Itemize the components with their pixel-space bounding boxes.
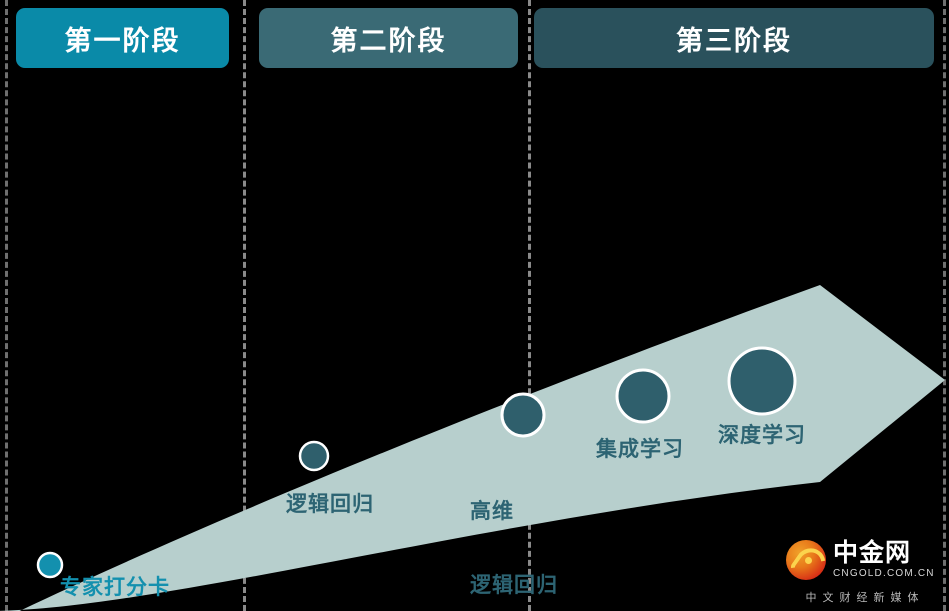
swirl-flame-icon: [786, 540, 832, 586]
stage-header-2-label: 第二阶段: [330, 25, 447, 56]
stage-header-3[interactable]: 第三阶段: [534, 8, 934, 68]
milestone-label-3-line-2: 逻辑回归: [470, 573, 558, 597]
milestone-circle-4[interactable]: [615, 368, 671, 424]
logo-wordmark: 中金网 CNGOLD.COM.CN: [833, 541, 935, 579]
stage-header-3-label: 第三阶段: [676, 25, 792, 56]
milestone-circle-3[interactable]: [500, 392, 546, 438]
milestone-label-4: 集成学习: [596, 438, 684, 461]
stage-header-2[interactable]: 第二阶段: [259, 8, 518, 68]
arrow-body-shape: [0, 285, 945, 611]
milestone-label-3: 高维 逻辑回归: [470, 450, 558, 611]
stage-header-1-label: 第一阶段: [64, 25, 181, 56]
milestone-circle-1[interactable]: [36, 551, 64, 579]
milestone-label-5: 深度学习: [718, 424, 806, 447]
rail-left: [5, 0, 8, 611]
stage-header-1[interactable]: 第一阶段: [16, 8, 229, 68]
logo-top-row: 中金网 CNGOLD.COM.CN: [786, 538, 944, 586]
rail-divider-2: [528, 0, 531, 611]
swirl-stroke: [788, 542, 832, 586]
milestone-label-3-line-1: 高维: [470, 499, 514, 523]
milestone-label-2: 逻辑回归: [286, 493, 374, 516]
logo-name: 中金网: [833, 539, 912, 567]
rail-divider-1: [243, 0, 246, 611]
watermark-logo: 中金网 CNGOLD.COM.CN 中文财经新媒体: [786, 538, 944, 604]
logo-domain: CNGOLD.COM.CN: [833, 568, 935, 579]
milestone-circle-2[interactable]: [298, 440, 330, 472]
logo-tagline: 中文财经新媒体: [805, 592, 925, 604]
milestone-circle-5[interactable]: [727, 346, 797, 416]
milestone-label-1: 专家打分卡: [60, 576, 170, 599]
swirl-dot: [805, 557, 812, 564]
rail-right: [943, 0, 946, 611]
